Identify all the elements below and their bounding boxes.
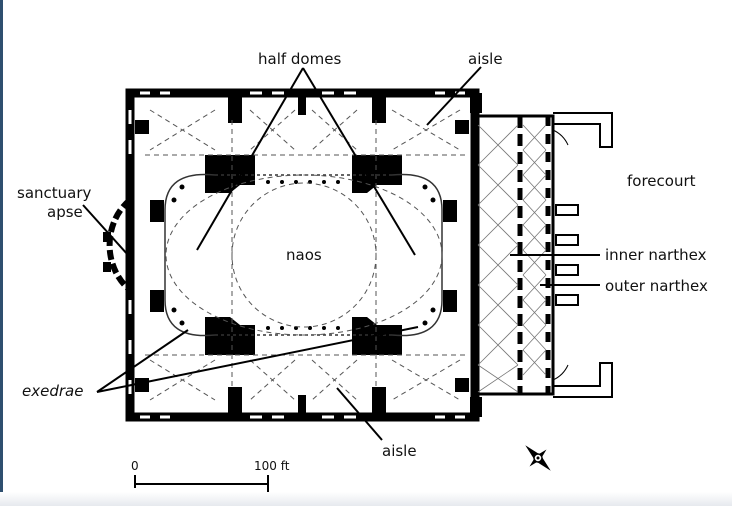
label-inner-narthex: inner narthex: [605, 246, 707, 264]
leader-lines: [82, 66, 600, 441]
label-aisle-bottom: aisle: [382, 442, 417, 460]
label-outer-narthex: outer narthex: [605, 277, 708, 295]
label-sanctuary-apse-line1: sanctuary: [17, 184, 92, 202]
label-exedrae: exedrae: [22, 382, 83, 400]
label-forecourt: forecourt: [627, 172, 696, 190]
bottom-band: [0, 492, 732, 506]
left-edge-strip: [0, 0, 3, 506]
label-half-domes: half domes: [258, 50, 341, 68]
label-sanctuary-apse-line2: apse: [47, 203, 83, 221]
label-aisle-top: aisle: [468, 50, 503, 68]
dome-projections: [145, 109, 465, 401]
scale-bar-end-label: 100 ft: [254, 459, 290, 473]
scale-bar: 0 100 ft: [131, 459, 290, 492]
scale-bar-start-label: 0: [131, 459, 139, 473]
label-naos: naos: [286, 246, 322, 264]
compass-icon: [525, 445, 551, 471]
internal-piers: [135, 93, 469, 417]
forecourt-porticos: [552, 112, 613, 398]
sanctuary-apse-structure: [103, 197, 132, 293]
